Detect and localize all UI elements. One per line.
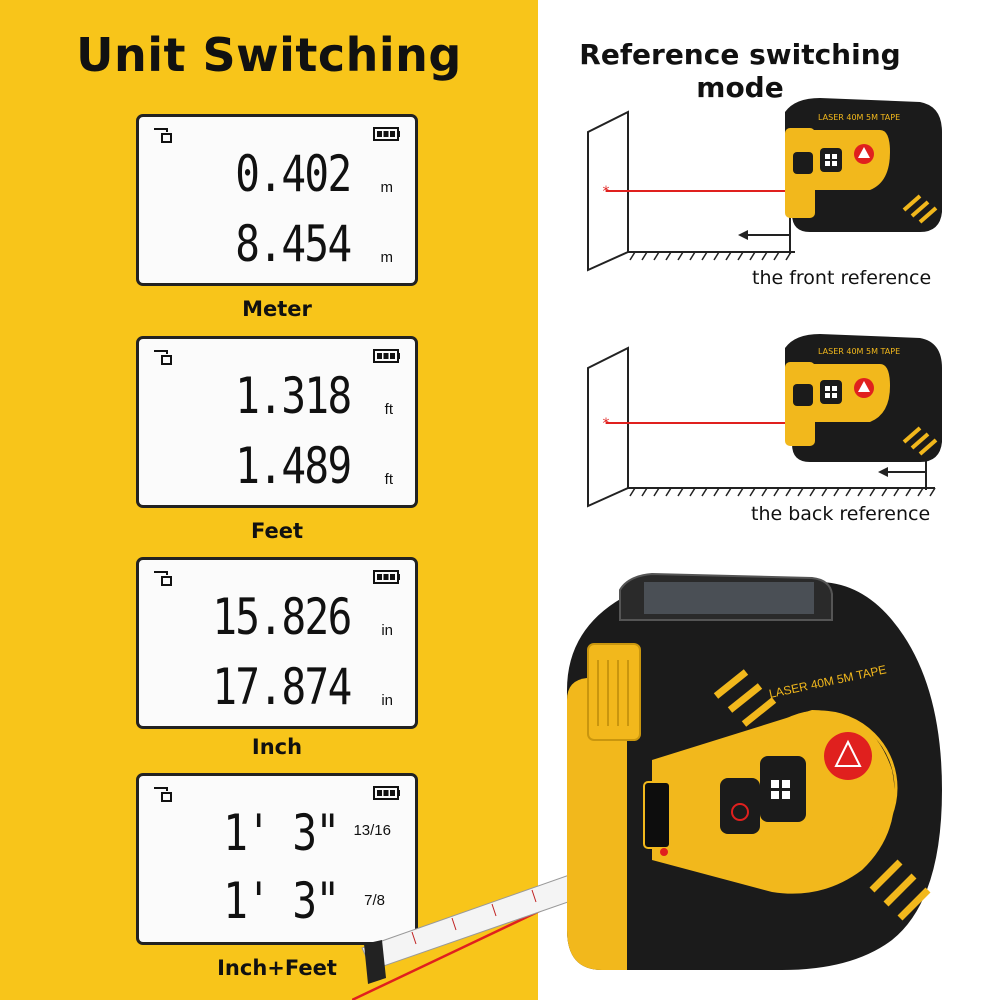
- lcd-display-meter: 0.402 m 8.454 m: [136, 114, 418, 286]
- lcd-display-inch: 15.826 in 17.874 in: [136, 557, 418, 729]
- secondary-unit: in: [381, 692, 393, 709]
- secondary-reading: 17.874: [212, 658, 353, 716]
- primary-reading: 0.402: [235, 145, 353, 203]
- power-button: [720, 778, 760, 834]
- lcd-label-feet: Feet: [250, 519, 304, 543]
- battery-icon: [373, 349, 400, 363]
- secondary-unit: ft: [384, 471, 393, 488]
- primary-fraction: 13/16: [353, 822, 391, 839]
- back-reference-diagram: * LASER 40M 5M TAPE: [587, 334, 942, 508]
- lcd-display-feet: 1.318 ft 1.489 ft: [136, 336, 418, 508]
- lcd-label-inch-feet: Inch+Feet: [217, 956, 337, 980]
- lcd-label-meter: Meter: [242, 297, 312, 321]
- lcd-display-inch-feet: 1' 3" 13/16 1' 3" 7/8: [136, 773, 418, 945]
- grid-menu-icon: [771, 780, 790, 799]
- battery-icon: [373, 127, 400, 141]
- secondary-fraction: 7/8: [364, 892, 385, 909]
- power-icon: [731, 803, 749, 821]
- primary-reading: 1' 3": [223, 804, 341, 862]
- primary-reading: 1.318: [235, 367, 353, 425]
- reference-icon: [154, 128, 172, 143]
- svg-text:*: *: [603, 184, 610, 200]
- reference-icon: [154, 350, 172, 365]
- battery-icon: [373, 570, 400, 584]
- device-front-image: LASER 40M 5M TAPE: [785, 98, 942, 232]
- svg-text:LASER 40M 5M TAPE: LASER 40M 5M TAPE: [818, 113, 900, 122]
- reference-icon: [154, 571, 172, 586]
- unit-switching-title: Unit Switching: [76, 28, 462, 82]
- laser-tape-measure-device: LASER 40M 5M TAPE: [352, 572, 942, 1000]
- laser-button: [824, 732, 872, 780]
- primary-unit: ft: [384, 401, 393, 418]
- secondary-reading: 1' 3": [223, 872, 341, 930]
- secondary-unit: m: [380, 249, 394, 266]
- primary-reading: 15.826: [212, 588, 353, 646]
- reference-icon: [154, 787, 172, 802]
- svg-text:*: *: [603, 416, 610, 432]
- back-reference-caption: the back reference: [751, 503, 931, 525]
- front-reference-diagram: * LASER 40M 5M TAPE: [587, 98, 942, 272]
- front-reference-caption: the front reference: [752, 267, 932, 289]
- device-back-image: LASER 40M 5M TAPE: [785, 334, 942, 462]
- secondary-reading: 8.454: [235, 215, 353, 273]
- menu-button: [760, 756, 806, 822]
- reference-mode-title: Reference switching mode: [579, 38, 901, 104]
- primary-unit: m: [380, 179, 394, 196]
- laser-warning-icon: [834, 739, 862, 767]
- lcd-label-inch: Inch: [251, 735, 303, 759]
- svg-text:LASER 40M 5M TAPE: LASER 40M 5M TAPE: [818, 347, 900, 356]
- battery-icon: [373, 786, 400, 800]
- secondary-reading: 1.489: [235, 437, 353, 495]
- primary-unit: in: [381, 622, 393, 639]
